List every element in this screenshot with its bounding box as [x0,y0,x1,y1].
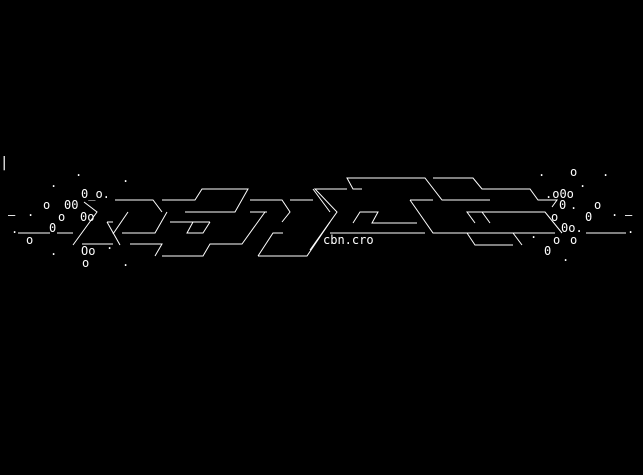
particle: o [43,198,51,212]
particle: 0o. [561,221,583,235]
particle: 0o [80,210,95,224]
particle: . [11,222,19,236]
art-stroke [466,211,563,234]
particle: 0 [544,244,552,258]
particle: . [538,165,546,179]
particle: . [530,227,538,241]
particle: . [50,176,58,190]
particle: . [106,238,114,252]
art-stroke [112,211,129,235]
particle: o [570,165,578,179]
art-stroke [409,199,555,234]
art-stroke [512,232,523,246]
particle: o [553,233,561,247]
art-stroke [346,177,490,201]
particle: . [122,171,130,185]
particle: . [27,205,35,219]
art-signature: cbn.cro [323,233,374,247]
art-stroke [72,201,98,246]
particle: . [611,205,619,219]
art-stroke [481,211,491,224]
particle: 00 [64,198,79,212]
art-stroke [352,211,417,224]
art-stroke [466,232,513,246]
particle: 0 [559,198,567,212]
art-stroke [433,177,547,201]
particle: . [602,165,610,179]
particle: . [627,222,635,236]
art-stroke [186,221,211,234]
art-stroke [162,188,249,213]
particle: o [570,233,578,247]
particle: . [579,176,587,190]
particle: . [570,198,578,212]
particle: 0 [49,221,57,235]
art-stroke [250,199,291,223]
particle: o [58,210,66,224]
particle: 0 [585,210,593,224]
particle: o [551,210,559,224]
art-stroke [312,188,331,213]
particle: . [122,255,130,269]
particle: — [625,208,633,222]
art-stroke [122,211,168,234]
particle: . [75,165,83,179]
art-stroke [309,188,347,251]
art-stroke [257,232,283,257]
art-stroke [115,199,163,213]
particle: . [562,250,570,264]
art-stroke [547,199,558,208]
particle: Oo [81,244,96,258]
particle: o [26,233,34,247]
text-cursor: | [0,155,9,171]
particle: o [82,256,90,270]
particle: — [8,208,16,222]
art-stroke [162,211,266,257]
particle: .o0o [545,187,574,201]
particle: . [50,244,58,258]
art-stroke [130,243,163,257]
particle: o [594,198,602,212]
particle: 0_o. [81,187,110,201]
